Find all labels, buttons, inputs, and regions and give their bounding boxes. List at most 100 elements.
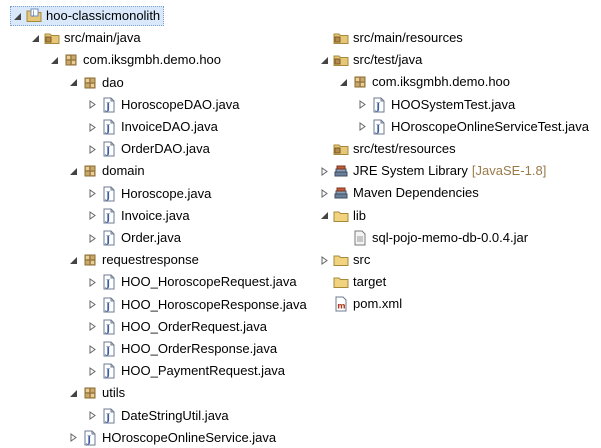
right-tree-item[interactable]: src/test/resources [318, 139, 456, 159]
tree-item-label: src [353, 252, 371, 267]
collapse-toggle-icon[interactable] [86, 276, 98, 288]
collapse-toggle-icon[interactable] [356, 99, 368, 111]
package-icon [82, 385, 98, 401]
tree-item-label: lib [353, 207, 367, 223]
collapse-toggle-icon[interactable] [318, 165, 330, 177]
package-icon [63, 52, 79, 68]
expand-toggle-icon[interactable] [318, 54, 330, 66]
library-icon [333, 163, 349, 179]
right-tree-item[interactable]: com.iksgmbh.demo.hoo [337, 72, 510, 92]
left-tree-item[interactable]: J HOO_HoroscopeResponse.java [86, 295, 307, 315]
svg-text:J: J [32, 10, 35, 17]
tree-item-label: com.iksgmbh.demo.hoo [372, 74, 511, 90]
tree-item-label: utils [102, 385, 126, 401]
maven-pom-icon: m [333, 296, 349, 312]
source-folder-icon [333, 30, 349, 46]
toggle-spacer [318, 143, 330, 155]
collapse-toggle-icon[interactable] [318, 187, 330, 199]
collapse-toggle-icon[interactable] [86, 99, 98, 111]
collapse-toggle-icon[interactable] [356, 121, 368, 133]
tree-item-label: requestresponse [102, 252, 199, 268]
right-tree-item[interactable]: sql-pojo-memo-db-0.0.4.jar [337, 228, 528, 248]
collapse-toggle-icon[interactable] [86, 410, 98, 422]
project-icon: J [26, 8, 42, 24]
expand-toggle-icon[interactable] [48, 54, 60, 66]
collapse-toggle-icon[interactable] [67, 432, 79, 444]
svg-text:J: J [105, 369, 110, 379]
left-tree-item[interactable]: dao [67, 73, 124, 93]
java-file-icon: J [101, 97, 117, 113]
expand-toggle-icon[interactable] [67, 387, 79, 399]
collapse-toggle-icon[interactable] [86, 188, 98, 200]
java-file-icon: J [101, 319, 117, 335]
collapse-toggle-icon[interactable] [86, 232, 98, 244]
left-tree-item[interactable]: requestresponse [67, 250, 199, 270]
java-file-icon: J [101, 363, 117, 379]
expand-toggle-icon[interactable] [318, 210, 330, 222]
right-tree-item[interactable]: JRE System Library[JavaSE-1.8] [318, 161, 546, 181]
folder-icon [333, 252, 349, 268]
collapse-toggle-icon[interactable] [86, 143, 98, 155]
svg-text:J: J [105, 191, 110, 201]
tree-item-label: com.iksgmbh.demo.hoo [83, 52, 222, 68]
tree-item-label: HOOSystemTest.java [391, 96, 516, 112]
source-folder-icon [333, 141, 349, 157]
tree-item-label: HOO_HoroscopeResponse.java [121, 296, 307, 312]
tree-item-label: src/main/java [64, 30, 141, 46]
tree-item-label: HOO_OrderRequest.java [121, 318, 267, 334]
tree-item-label: OrderDAO.java [121, 141, 210, 157]
right-tree-item[interactable]: target [318, 272, 386, 292]
package-icon [352, 74, 368, 90]
left-tree-item[interactable]: utils [67, 383, 125, 403]
java-file-icon: J [371, 119, 387, 135]
right-tree-item[interactable]: lib [318, 206, 366, 226]
collapse-toggle-icon[interactable] [86, 210, 98, 222]
right-tree-item[interactable]: Maven Dependencies [318, 183, 479, 203]
svg-text:J: J [105, 236, 110, 246]
tree-item-label: HOroscopeOnlineService.java [102, 429, 277, 445]
toggle-spacer [318, 298, 330, 310]
left-tree-item[interactable]: com.iksgmbh.demo.hoo [48, 50, 221, 70]
collapse-toggle-icon[interactable] [86, 343, 98, 355]
expand-toggle-icon[interactable] [67, 77, 79, 89]
java-file-icon: J [101, 408, 117, 424]
java-file-icon: J [101, 208, 117, 224]
java-file-icon: J [101, 341, 117, 357]
collapse-toggle-icon[interactable] [86, 321, 98, 333]
expand-toggle-icon[interactable] [67, 165, 79, 177]
left-tree-item[interactable]: src/main/java [29, 28, 141, 48]
svg-text:J: J [105, 125, 110, 135]
left-tree-item[interactable]: domain [67, 161, 145, 181]
right-tree-item[interactable]: src/main/resources [318, 28, 463, 48]
expand-toggle-icon[interactable] [29, 32, 41, 44]
right-tree-item[interactable]: src [318, 250, 370, 270]
collapse-toggle-icon[interactable] [86, 299, 98, 311]
expand-toggle-icon[interactable] [337, 76, 349, 88]
collapse-toggle-icon[interactable] [86, 365, 98, 377]
expand-toggle-icon[interactable] [67, 254, 79, 266]
right-tree-item[interactable]: src/test/java [318, 50, 422, 70]
collapse-toggle-icon[interactable] [86, 121, 98, 133]
svg-text:J: J [105, 213, 110, 223]
expand-toggle-icon[interactable] [11, 10, 23, 22]
collapse-toggle-icon[interactable] [318, 254, 330, 266]
tree-item-label: pom.xml [353, 296, 403, 312]
package-icon [82, 75, 98, 91]
svg-text:J: J [105, 302, 110, 312]
